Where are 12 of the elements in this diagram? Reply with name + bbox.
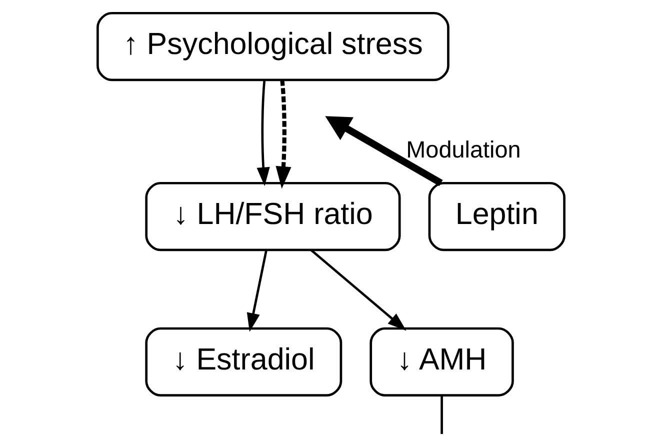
arrow [310,249,406,331]
arrow [256,80,270,186]
edge-label: Modulation [406,136,521,162]
node-box: ↑ Psychological stress [96,12,450,82]
node-box: ↓ Estradiol [145,327,342,396]
node-box: Leptin [428,182,566,252]
arrow [325,116,443,186]
node-box: ↓ AMH [370,327,514,396]
node-box: ↓ LH/FSH ratio [145,182,401,252]
arrow [246,250,268,332]
arrow [276,80,292,189]
connector [440,396,443,434]
